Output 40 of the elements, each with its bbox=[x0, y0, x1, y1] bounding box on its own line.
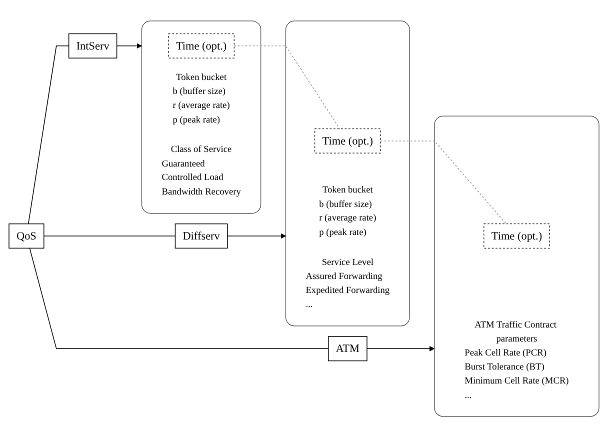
node-label: ... bbox=[306, 300, 313, 310]
node-text: ATM Traffic Contract parameters bbox=[474, 320, 557, 344]
node-label: p (peak rate) bbox=[319, 227, 366, 238]
node-box bbox=[174, 224, 228, 249]
cluster bbox=[434, 116, 600, 418]
connector bbox=[28, 46, 70, 225]
connector bbox=[234, 46, 340, 130]
node-label: Minimum Cell Rate (MCR) bbox=[464, 376, 569, 386]
node-label: Controlled Load bbox=[162, 173, 224, 184]
node-text: Class of Service bbox=[170, 144, 232, 155]
node-box bbox=[68, 34, 118, 59]
connector bbox=[44, 236, 176, 237]
connector bbox=[29, 248, 329, 350]
node-box bbox=[484, 224, 550, 249]
cluster bbox=[285, 20, 410, 327]
node-label: ... bbox=[464, 390, 472, 400]
node-label: Expedited Forwarding bbox=[306, 286, 390, 296]
node-text: Token bucket bbox=[176, 72, 227, 83]
node-label: b (buffer size) bbox=[319, 199, 372, 210]
node-label: Assured Forwarding bbox=[306, 272, 382, 282]
arrow bbox=[116, 43, 142, 49]
node-box bbox=[328, 336, 368, 362]
node-label: b (buffer size) bbox=[172, 86, 226, 97]
node-text: Service Level bbox=[322, 258, 374, 268]
node-label: Bandwidth Recovery bbox=[162, 187, 241, 198]
connector bbox=[380, 140, 507, 225]
diagram: QoS IntServ Diffserv ATM Time (opt.) Time (opt.) Time (opt.) Token bucket b (buffer size) r (average rate) p (peak rate) Class of Service Guaranteed Controlled Load Bandwidth Recovery Token bucket b (buffer size) r (average rate) p (peak rate) Service Level Assured Forwarding Expedited Forwarding ... ATM Traffic Contract parameters Peak Cell Rate (PCR) Burst Tolerance (BT) Minimum Cell Rate (MCR) ... bbox=[4, 16, 604, 422]
arrow bbox=[227, 234, 286, 240]
node-label: r (average rate) bbox=[319, 213, 376, 224]
cluster bbox=[141, 20, 262, 214]
node-label: Burst Tolerance (BT) bbox=[464, 362, 544, 372]
node-box bbox=[314, 128, 381, 154]
node-box bbox=[168, 34, 234, 59]
arrow bbox=[366, 346, 435, 352]
node-text: Token bucket bbox=[322, 185, 373, 196]
node-label: r (average rate) bbox=[172, 100, 230, 111]
node-label: Guaranteed bbox=[162, 159, 205, 169]
node-box bbox=[8, 224, 44, 249]
node-label: p (peak rate) bbox=[172, 114, 220, 125]
node-label: Peak Cell Rate (PCR) bbox=[464, 348, 546, 358]
